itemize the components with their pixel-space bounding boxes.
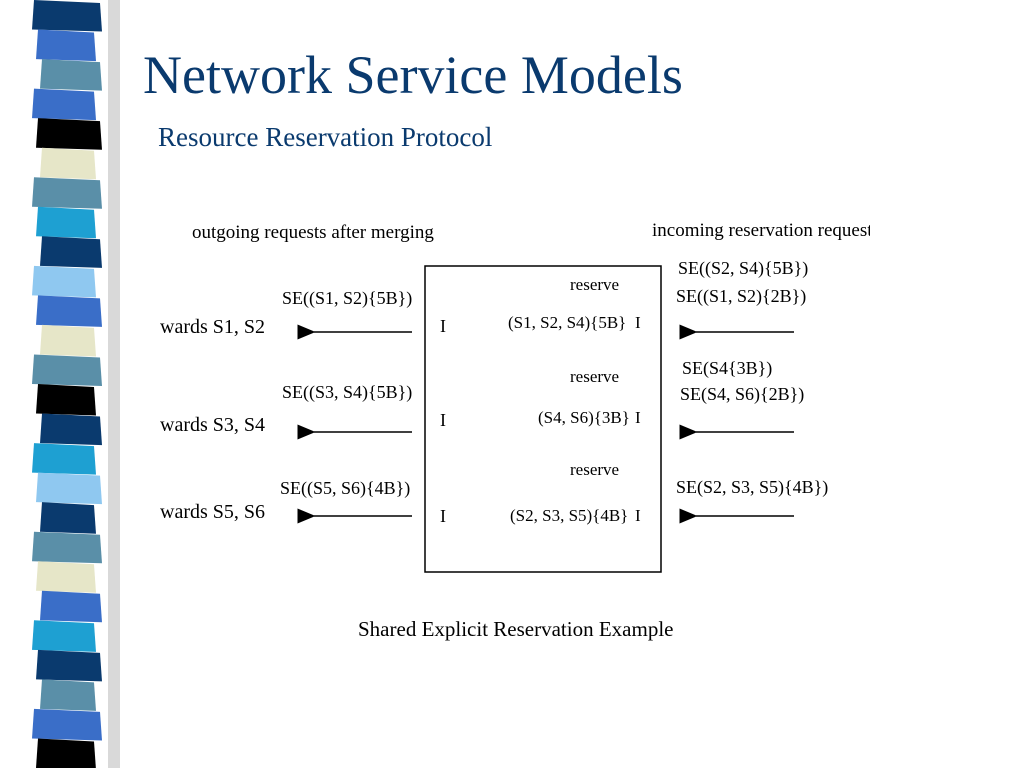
stripe-segment — [36, 295, 102, 327]
reservation-row: wards S3, S4 SE((S3, S4){5B}) I reserve … — [160, 358, 804, 440]
stripe-segment — [40, 590, 102, 623]
reserve-value: (S4, S6){3B} — [538, 408, 630, 427]
toward-senders-label: wards S5, S6 — [160, 501, 265, 523]
port-marker: I — [635, 313, 641, 332]
reservation-row: wards S5, S6 SE((S5, S6){4B}) I reserve … — [160, 460, 828, 526]
stripe-segment — [32, 177, 102, 209]
incoming-request-label: SE((S1, S2){2B}) — [676, 286, 806, 307]
stripe-segment — [40, 147, 96, 180]
outgoing-requests-header: outgoing requests after merging — [192, 222, 434, 243]
port-marker: I — [635, 408, 641, 427]
incoming-request-label: SE(S4{3B}) — [682, 358, 772, 379]
stripe-segment — [36, 29, 96, 62]
port-marker: I — [440, 506, 446, 526]
stripe-segment — [36, 738, 96, 768]
stripe-segment — [32, 265, 96, 298]
outgoing-request-label: SE((S3, S4){5B}) — [282, 382, 412, 403]
stripe-segment — [32, 0, 102, 32]
stripe-segment — [36, 649, 102, 682]
decorative-stripe-band — [32, 0, 120, 768]
slide-title: Network Service Models — [143, 45, 683, 105]
outgoing-request-label: SE((S1, S2){5B}) — [282, 288, 412, 309]
reserve-label: reserve — [570, 275, 619, 294]
port-marker: I — [440, 410, 446, 430]
stripe-segment — [40, 59, 102, 91]
port-marker: I — [635, 506, 641, 525]
stripe-segment — [40, 679, 96, 711]
stripe-segment — [40, 413, 102, 446]
stripe-segment — [36, 118, 102, 150]
slide-subtitle: Resource Reservation Protocol — [158, 122, 493, 152]
stripe-segment — [36, 472, 102, 505]
reserve-value: (S2, S3, S5){4B} — [510, 506, 628, 525]
incoming-requests-header: incoming reservation request — [652, 220, 870, 241]
stripe-segment — [40, 502, 96, 534]
toward-senders-label: wards S1, S2 — [160, 316, 265, 338]
stripe-shadow — [108, 0, 120, 768]
diagram-caption: Shared Explicit Reservation Example — [358, 617, 674, 641]
incoming-request-label: SE((S2, S4){5B}) — [678, 258, 808, 279]
outgoing-request-label: SE((S5, S6){4B}) — [280, 478, 410, 499]
stripe-segment — [32, 620, 96, 652]
port-marker: I — [440, 316, 446, 336]
stripe-segment — [32, 354, 102, 386]
stripe-group — [32, 0, 102, 768]
incoming-request-label: SE(S2, S3, S5){4B}) — [676, 477, 828, 498]
rsvp-diagram: outgoing requests after merging incoming… — [160, 220, 870, 573]
stripe-segment — [32, 708, 102, 741]
stripe-segment — [32, 531, 102, 564]
stripe-segment — [36, 384, 96, 416]
stripe-segment — [32, 443, 96, 475]
stripe-segment — [40, 236, 102, 268]
router-box — [424, 265, 662, 573]
stripe-segment — [40, 324, 96, 357]
stripe-segment — [32, 88, 96, 121]
stripe-segment — [36, 561, 96, 593]
reserve-label: reserve — [570, 367, 619, 386]
stripe-segment — [36, 206, 96, 239]
toward-senders-label: wards S3, S4 — [160, 414, 265, 436]
reserve-label: reserve — [570, 460, 619, 479]
incoming-request-label: SE(S4, S6){2B}) — [680, 384, 804, 405]
reservation-row: wards S1, S2 SE((S1, S2){5B}) I reserve … — [160, 258, 808, 340]
reserve-value: (S1, S2, S4){5B} — [508, 313, 626, 332]
